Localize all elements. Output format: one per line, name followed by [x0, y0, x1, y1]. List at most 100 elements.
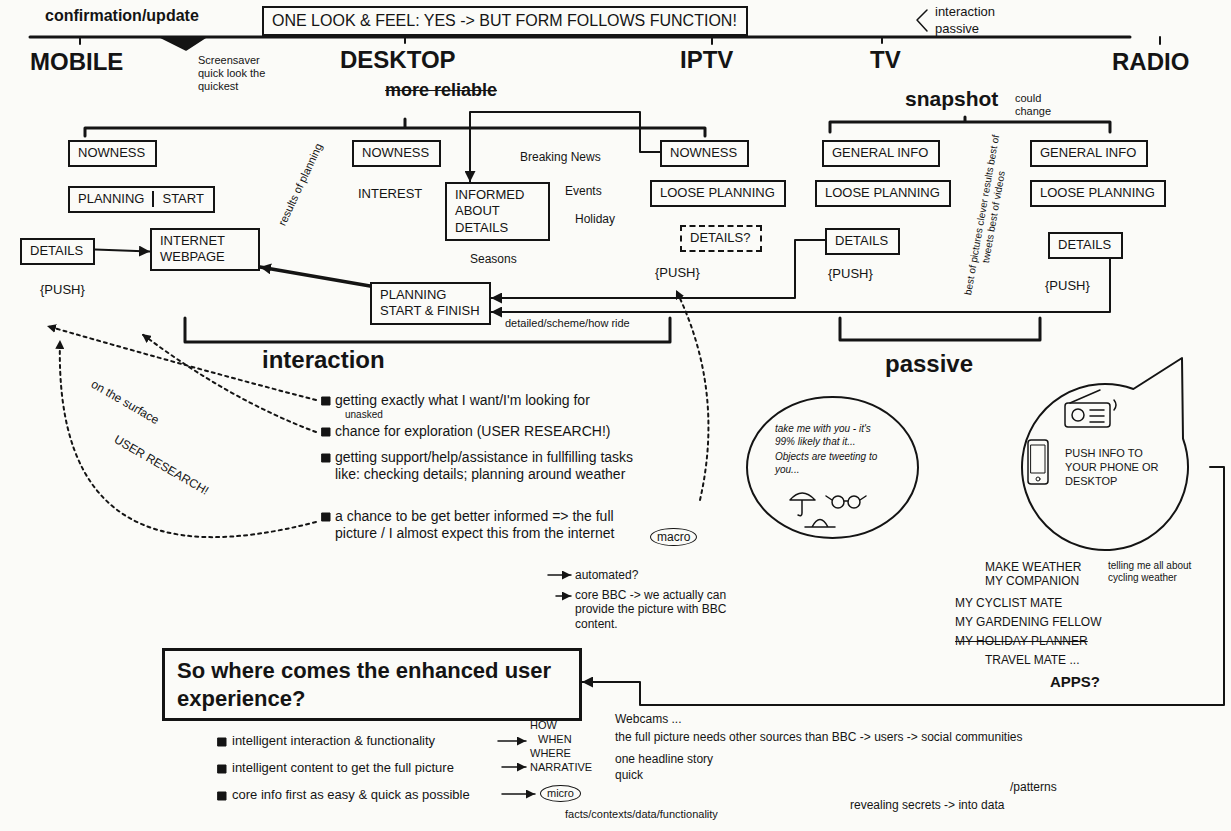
- state-box: NOWNESS: [352, 140, 441, 167]
- connector-arrow: [260, 267, 370, 286]
- thought-bubble-outline: [745, 395, 920, 540]
- state-box: NOWNESS: [68, 140, 157, 167]
- annotation: Webcams ...: [615, 712, 681, 726]
- channel-heading: RADIO: [1112, 48, 1189, 77]
- node-text: NOWNESS: [670, 145, 739, 161]
- hat-icon: [805, 520, 835, 528]
- app-idea: MY CYCLIST MATE: [955, 596, 1062, 610]
- state-box: LOOSE PLANNING: [815, 180, 951, 207]
- push-tag: {PUSH}: [40, 282, 85, 298]
- annotation: unasked: [345, 409, 383, 421]
- target-box: INTERNET WEBPAGE: [150, 228, 260, 271]
- annotation: USER RESEARCH!: [112, 432, 212, 498]
- node-text: DETAILS?: [690, 230, 752, 246]
- node-text: GENERAL INFO: [832, 145, 930, 161]
- group-heading: interaction: [262, 346, 385, 375]
- list-item: intelligent interaction & functionality: [232, 733, 435, 749]
- app-heading: APPS?: [1050, 673, 1100, 691]
- node-text: DETAILS: [1058, 237, 1113, 253]
- state-box: LOOSE PLANNING: [650, 180, 786, 207]
- pointer-arrow: [548, 574, 571, 576]
- push-tag: {PUSH}: [655, 265, 700, 281]
- push-tag: {PUSH}: [828, 266, 873, 282]
- bracket-tick: [80, 37, 1160, 44]
- group-heading: snapshot: [905, 86, 998, 111]
- circled-note: micro: [540, 785, 581, 802]
- research-arrow: [676, 290, 708, 500]
- radio-icon: [1070, 390, 1116, 422]
- node-text: INTERNET WEBPAGE: [160, 233, 250, 266]
- state-box: GENERAL INFO: [1030, 140, 1148, 167]
- list-item: getting support/help/assistance in fullf…: [335, 449, 655, 483]
- annotation: on the surface: [88, 377, 161, 427]
- connector-arrow: [582, 467, 1224, 705]
- annotation: results of planning: [276, 141, 326, 227]
- circled-note: macro: [650, 528, 697, 546]
- node-text: LOOSE PLANNING: [825, 185, 941, 201]
- phone-icon: [1028, 440, 1048, 484]
- annotation: the full picture needs other sources tha…: [615, 730, 1023, 744]
- annotation: Events: [565, 184, 602, 198]
- annotation: Seasons: [470, 252, 517, 266]
- annotation: could change: [1015, 92, 1065, 118]
- bullet: [218, 738, 226, 746]
- annotation: Screensaver quick look the quickest: [198, 54, 273, 94]
- node-text: So where comes the enhanced user experie…: [177, 657, 567, 712]
- list-item: a chance to be get better informed => th…: [335, 508, 635, 542]
- annotation: NARRATIVE: [530, 761, 592, 774]
- channel-heading: IPTV: [680, 46, 733, 75]
- pointer-arrow: [502, 766, 526, 768]
- annotation: core BBC -> we actually can provide the …: [575, 588, 750, 631]
- node-text: PLANNING: [380, 287, 481, 303]
- split-box: PLANNINGSTART: [68, 186, 215, 213]
- bullet: [322, 454, 330, 462]
- annotation: WHERE: [530, 747, 571, 760]
- bubble-outline: [1022, 358, 1188, 550]
- push-tag: {PUSH}: [1045, 278, 1090, 294]
- bullet: [322, 428, 330, 436]
- dashed-box: DETAILS?: [680, 225, 762, 252]
- bullet: [218, 765, 226, 773]
- phone-icon: [1031, 445, 1045, 473]
- channel-heading: DESKTOP: [340, 46, 456, 75]
- annotation: interaction: [935, 4, 995, 20]
- radio-icon: [1072, 409, 1084, 421]
- node-text: DETAILS: [30, 243, 85, 259]
- pointer-triangle: [160, 37, 206, 50]
- node-text: NOWNESS: [78, 145, 147, 161]
- state-box: INFORMED ABOUT DETAILS: [445, 182, 550, 241]
- list-item: core info first as easy & quick as possi…: [232, 787, 470, 803]
- state-box: DETAILS: [1048, 232, 1123, 259]
- group-bracket: [840, 318, 1040, 340]
- group-bracket: [85, 119, 705, 136]
- sunglasses-icon: [848, 496, 860, 508]
- bullet: [218, 792, 226, 800]
- app-idea: TRAVEL MATE ...: [985, 653, 1079, 667]
- connector-arrow: [95, 250, 150, 252]
- group-bracket: [830, 117, 1110, 132]
- state-box: PLANNINGSTART & FINISH: [370, 282, 491, 325]
- annotation: facts/contexts/data/functionality: [565, 808, 718, 821]
- annotation: HOW: [530, 719, 557, 732]
- annotation: /patterns: [1010, 780, 1057, 794]
- annotation: Breaking News: [520, 150, 601, 164]
- annotation: passive: [935, 21, 979, 37]
- state-box: GENERAL INFO: [822, 140, 940, 167]
- annotation: quick: [615, 768, 643, 782]
- channel-heading: TV: [870, 46, 901, 75]
- annotation: telling me all about cycling weather: [1108, 560, 1208, 584]
- list-item: chance for exploration (USER RESEARCH!): [335, 423, 610, 440]
- annotation: INTEREST: [358, 186, 422, 202]
- annotation: Holiday: [575, 212, 615, 226]
- phone-icon: [1036, 477, 1040, 481]
- list-item: getting exactly what I want/I'm looking …: [335, 392, 590, 409]
- node-text: DETAILS: [835, 233, 890, 249]
- annotation: best of pictures clever results best of …: [961, 130, 1014, 302]
- speech-bubble: PUSH INFO TO YOUR PHONE OR DESKTOP: [990, 352, 1210, 552]
- node-text: LOOSE PLANNING: [660, 185, 776, 201]
- thought-bubble: take me with you - it's 99% likely that …: [745, 395, 920, 540]
- annotation: confirmation/update: [45, 6, 199, 25]
- connector-arrow: [491, 259, 1110, 312]
- umbrella-icon: [790, 493, 815, 516]
